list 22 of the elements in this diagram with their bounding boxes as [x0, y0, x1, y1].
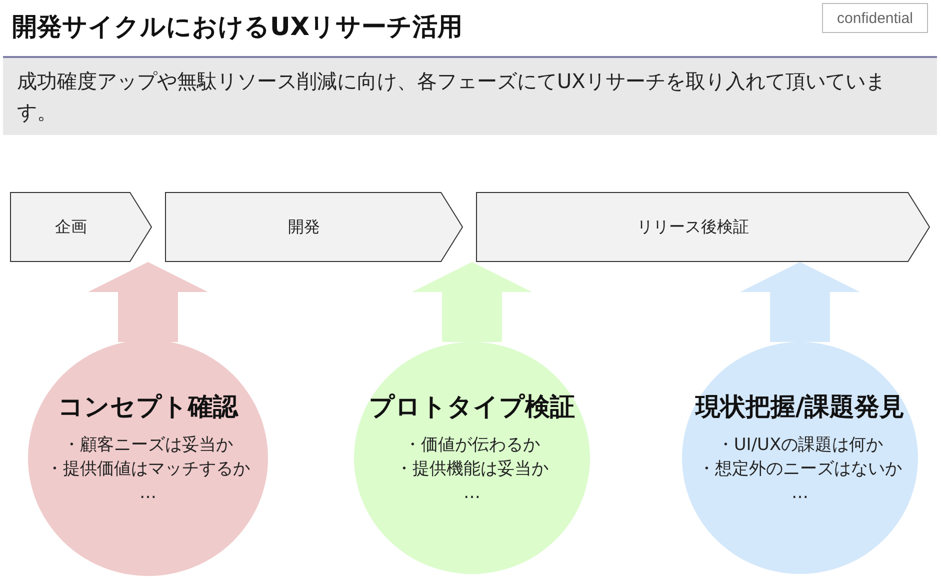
research-point: …: [792, 482, 808, 505]
title: 開発サイクルにおけるUXリサーチ活用: [12, 11, 463, 43]
research-point: ・想定外のニーズはないか: [698, 458, 902, 481]
research-heading: コンセプト確認: [58, 391, 238, 423]
description-text: 成功確度アップや無駄リソース削減に向け、各フェーズにてUXリサーチを取り入れて頂いています。: [17, 68, 886, 126]
phase-label: 企画: [55, 216, 88, 238]
block-arrow: [88, 262, 208, 342]
confidential-tag: confidential: [822, 3, 928, 33]
research-point: ・提供機能は妥当か: [396, 458, 548, 481]
research-point: ・UI/UXの課題は何か: [716, 434, 884, 457]
block-arrow: [412, 262, 532, 342]
research-heading: プロトタイプ検証: [369, 391, 575, 423]
research-heading: 現状把握/課題発見: [695, 391, 905, 423]
research-point: ・提供価値はマッチするか: [46, 458, 250, 481]
research-point: …: [464, 482, 480, 505]
phase-label: リリース後検証: [637, 216, 750, 238]
research-point: ・顧客ニーズは妥当か: [63, 434, 233, 457]
research-point: …: [140, 482, 156, 505]
research-point: ・価値が伝わるか: [404, 434, 540, 457]
phase-label: 開発: [288, 216, 321, 238]
description-band: [3, 58, 937, 135]
block-arrow: [740, 262, 860, 342]
